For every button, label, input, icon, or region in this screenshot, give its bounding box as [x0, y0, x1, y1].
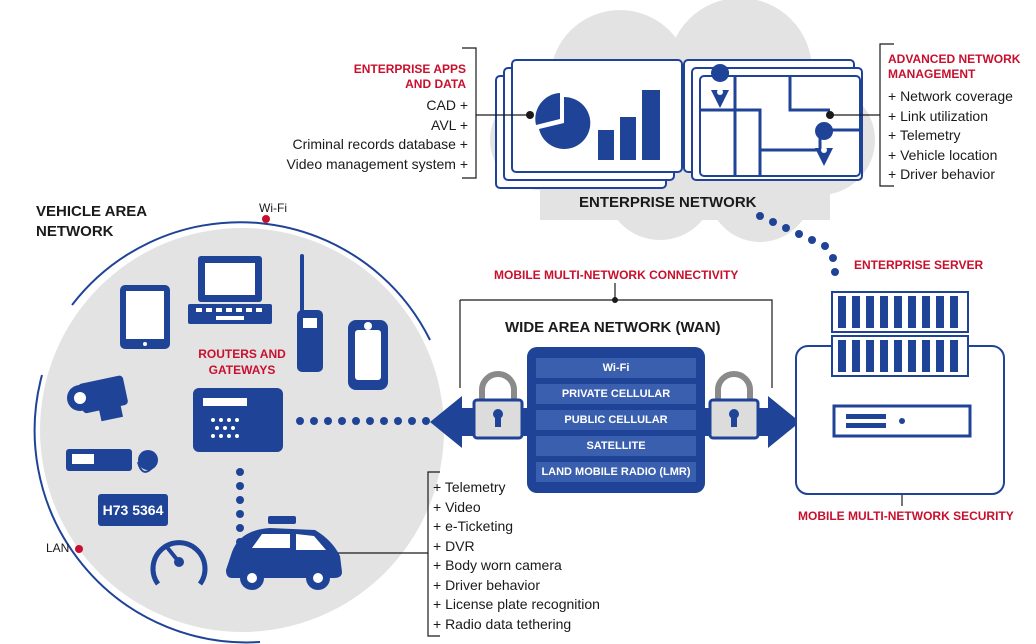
mgmt-item-link: + Link utilization [888, 107, 989, 124]
app-item-cad: CAD + [426, 97, 468, 113]
mgmt-item-telemetry: + Telemetry [888, 127, 961, 143]
vehicle-features-list: + Telemetry + Video + e-Ticketing + DVR … [433, 478, 600, 634]
lan-dot [75, 545, 83, 553]
feature-driver-behavior: + Driver behavior [433, 576, 540, 593]
routers-gateways-label: ROUTERS AND GATEWAYS [198, 347, 286, 377]
network-management-title: ADVANCED NETWORK MANAGEMENT [888, 52, 1021, 81]
feature-license-plate: + License plate recognition [433, 596, 600, 612]
lan-arc [33, 374, 261, 644]
enterprise-apps-title: ENTERPRISE APPS AND DATA [353, 62, 466, 91]
feature-dvr: + DVR [433, 537, 475, 554]
lan-label: LAN [46, 541, 70, 555]
app-item-video-management: Video management system + [286, 155, 468, 172]
wan-band-satellite: SATELLITE [536, 436, 696, 456]
feature-body-camera: + Body worn camera [433, 557, 562, 573]
bar-chart-icon [598, 90, 660, 160]
wifi-arc [71, 221, 431, 341]
security-appliance-icon [832, 404, 972, 438]
mgmt-item-driver: + Driver behavior [888, 166, 995, 182]
security-label: MOBILE MULTI-NETWORK SECURITY [798, 509, 1014, 523]
wan-band-wifi: Wi-Fi [536, 358, 696, 378]
wan-band-public-cellular: PUBLIC CELLULAR [536, 410, 696, 430]
enterprise-apps-list: CAD + AVL + Criminal records database + … [250, 96, 468, 174]
mgmt-item-coverage: + Network coverage [888, 88, 1013, 104]
wan-label: WIDE AREA NETWORK (WAN) [505, 319, 721, 336]
mgmt-item-vehicle-location: + Vehicle location [888, 146, 998, 163]
vehicle-area-network-title: VEHICLE AREA NETWORK [36, 203, 148, 240]
wifi-dot [262, 215, 270, 223]
tablet-icon [120, 285, 170, 349]
license-plate-icon [98, 494, 168, 526]
enterprise-server-label: ENTERPRISE SERVER [854, 258, 984, 272]
wifi-label: Wi-Fi [259, 201, 287, 215]
wan-band-lmr: LAND MOBILE RADIO (LMR) [536, 462, 696, 482]
map-screens [683, 59, 863, 181]
feature-eticketing: + e-Ticketing [433, 518, 514, 534]
feature-video: + Video [433, 498, 481, 515]
app-item-criminal-records: Criminal records database + [292, 136, 468, 152]
feature-radio-tethering: + Radio data tethering [433, 615, 572, 632]
enterprise-network-label: ENTERPRISE NETWORK [579, 194, 757, 211]
network-management-list: + Network coverage + Link utilization + … [888, 87, 1013, 185]
pie-chart-icon [535, 93, 591, 149]
license-plate-text: H73 5364 [102, 502, 164, 518]
body-camera-icon [348, 320, 388, 390]
lock-icon-right [708, 371, 760, 440]
map-pin-icon [711, 64, 834, 166]
lock-icon-left [472, 371, 524, 440]
speedometer-icon [150, 540, 208, 586]
app-item-avl: AVL + [431, 116, 468, 133]
wan-band-private-cellular: PRIVATE CELLULAR [536, 384, 696, 404]
mobile-radio-icon [66, 449, 158, 473]
feature-telemetry: + Telemetry [433, 479, 506, 495]
mobile-connectivity-label: MOBILE MULTI-NETWORK CONNECTIVITY [494, 268, 739, 282]
